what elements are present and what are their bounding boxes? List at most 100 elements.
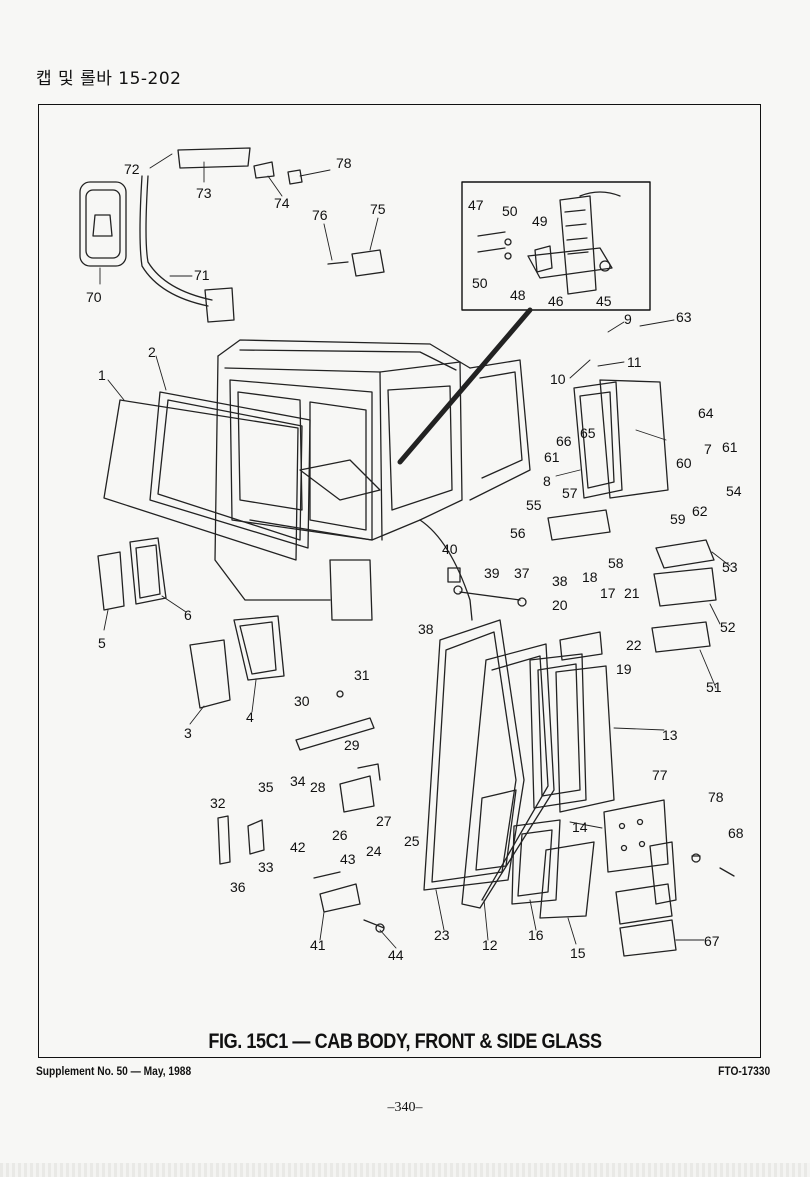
- callout-38-left: 38: [418, 621, 434, 637]
- callout-37: 37: [514, 565, 530, 581]
- callout-17: 17: [600, 585, 616, 601]
- callout-43: 43: [340, 851, 356, 867]
- callout-31: 31: [354, 667, 370, 683]
- callout-labels: 1 2 3 4 5 6 7 8 9 10 11 12 13 14 15 16 1…: [86, 155, 744, 963]
- callout-34: 34: [290, 773, 306, 789]
- callout-35: 35: [258, 779, 274, 795]
- callout-5: 5: [98, 635, 106, 651]
- callout-77: 77: [652, 767, 668, 783]
- callout-67: 67: [704, 933, 720, 949]
- callout-52: 52: [720, 619, 736, 635]
- callout-54: 54: [726, 483, 742, 499]
- callout-41: 41: [310, 937, 326, 953]
- mirror-assembly: [79, 147, 385, 323]
- callout-18: 18: [582, 569, 598, 585]
- callout-70: 70: [86, 289, 102, 305]
- callout-63: 63: [676, 309, 692, 325]
- callout-48: 48: [510, 287, 526, 303]
- callout-61-right: 61: [722, 439, 738, 455]
- callout-50-bottom: 50: [472, 275, 488, 291]
- callout-4: 4: [246, 709, 254, 725]
- callout-72: 72: [124, 161, 140, 177]
- callout-46: 46: [548, 293, 564, 309]
- callout-3: 3: [184, 725, 192, 741]
- callout-11: 11: [627, 354, 642, 370]
- callout-28: 28: [310, 779, 326, 795]
- callout-74: 74: [274, 195, 290, 211]
- callout-76: 76: [312, 207, 328, 223]
- callout-57: 57: [562, 485, 578, 501]
- callout-25: 25: [404, 833, 420, 849]
- callout-53: 53: [722, 559, 738, 575]
- callout-51: 51: [706, 679, 722, 695]
- supplement-note: Supplement No. 50 — May, 1988: [36, 1064, 192, 1078]
- callout-6: 6: [184, 607, 192, 623]
- callout-1: 1: [98, 367, 106, 383]
- page-number: –340–: [387, 1100, 423, 1115]
- front-glass: [103, 391, 311, 561]
- callout-22: 22: [626, 637, 642, 653]
- callout-64: 64: [698, 405, 714, 421]
- callout-7: 7: [704, 441, 712, 457]
- callout-56: 56: [510, 525, 526, 541]
- callout-62: 62: [692, 503, 708, 519]
- callout-16: 16: [528, 927, 544, 943]
- callout-75: 75: [370, 201, 386, 217]
- callout-21: 21: [624, 585, 640, 601]
- callout-45: 45: [596, 293, 612, 309]
- callout-24: 24: [366, 843, 382, 859]
- callout-38-right: 38: [552, 573, 568, 589]
- callout-20: 20: [552, 597, 568, 613]
- door-glass-right: [511, 379, 669, 919]
- callout-71: 71: [194, 267, 210, 283]
- callout-23: 23: [434, 927, 450, 943]
- callout-61-left: 61: [544, 449, 560, 465]
- callout-68: 68: [728, 825, 744, 841]
- step-assembly: [603, 799, 735, 957]
- callout-13: 13: [662, 727, 678, 743]
- callout-58: 58: [608, 555, 624, 571]
- callout-26: 26: [332, 827, 348, 843]
- callout-50-top: 50: [502, 203, 518, 219]
- callout-44: 44: [388, 947, 404, 963]
- callout-9: 9: [624, 311, 632, 327]
- callout-42: 42: [290, 839, 306, 855]
- callout-12: 12: [482, 937, 498, 953]
- leader-lines: [99, 153, 731, 949]
- callout-30: 30: [294, 693, 310, 709]
- callout-2: 2: [148, 344, 156, 360]
- callout-32: 32: [210, 795, 226, 811]
- callout-14: 14: [572, 819, 588, 835]
- callout-10: 10: [550, 371, 566, 387]
- callout-47: 47: [468, 197, 484, 213]
- callout-33: 33: [258, 859, 274, 875]
- callout-78-step: 78: [708, 789, 724, 805]
- callout-27: 27: [376, 813, 392, 829]
- callout-36: 36: [230, 879, 246, 895]
- callout-55: 55: [526, 497, 542, 513]
- side-windows-left: [97, 537, 285, 709]
- inset-detail: [461, 181, 651, 311]
- callout-66: 66: [556, 433, 572, 449]
- callout-39: 39: [484, 565, 500, 581]
- door-frames: [423, 619, 555, 909]
- scan-edge-strip: [0, 1163, 810, 1177]
- page-header: 캡 및 롤바 15-202: [36, 69, 182, 89]
- callout-73: 73: [196, 185, 212, 201]
- callout-49: 49: [532, 213, 548, 229]
- callout-40: 40: [442, 541, 458, 557]
- cab-body: [214, 339, 531, 621]
- callout-60: 60: [676, 455, 692, 471]
- callout-78-mirror: 78: [336, 155, 352, 171]
- callout-15: 15: [570, 945, 586, 961]
- callout-59: 59: [670, 511, 686, 527]
- callout-8: 8: [543, 473, 551, 489]
- document-number: FTO-17330: [718, 1064, 770, 1078]
- callout-19: 19: [616, 661, 632, 677]
- callout-65: 65: [580, 425, 596, 441]
- hardware-parts: [217, 509, 717, 933]
- figure-frame: [38, 104, 761, 1058]
- callout-29: 29: [344, 737, 360, 753]
- figure-caption: FIG. 15C1 — CAB BODY, FRONT & SIDE GLASS: [208, 1030, 602, 1053]
